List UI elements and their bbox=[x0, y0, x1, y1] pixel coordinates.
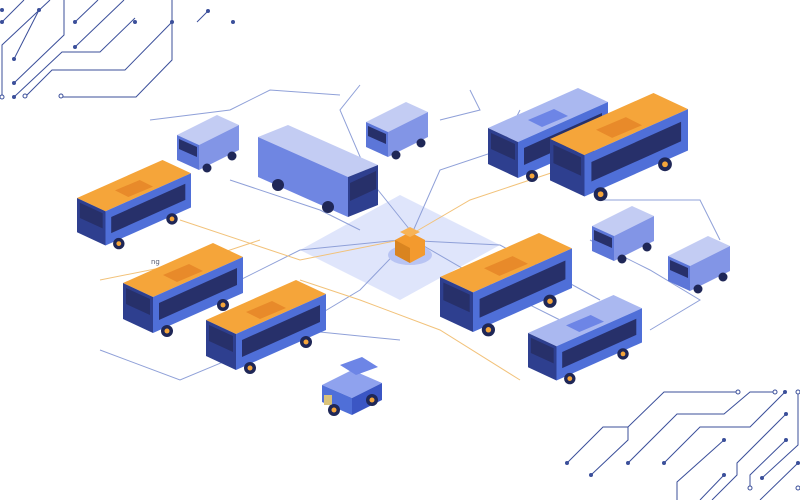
van-top-left bbox=[177, 115, 239, 173]
van-right-upper bbox=[592, 206, 654, 264]
bus-blue-box-top bbox=[258, 125, 378, 217]
circuit-nodes-top-left bbox=[0, 8, 235, 99]
tiny-label: ng bbox=[151, 258, 160, 266]
circuit-decoration-top-left bbox=[1, 0, 209, 98]
bus-orange-left bbox=[77, 160, 191, 250]
vintage-car bbox=[322, 357, 382, 416]
circuit-decoration-bottom-right bbox=[566, 391, 799, 501]
van-top-center bbox=[366, 102, 428, 160]
central-hub-icon bbox=[388, 227, 432, 265]
bus-blue-bottom-right bbox=[528, 295, 642, 385]
van-right-lower bbox=[668, 236, 730, 294]
circuit-nodes-bottom-right bbox=[565, 390, 800, 480]
